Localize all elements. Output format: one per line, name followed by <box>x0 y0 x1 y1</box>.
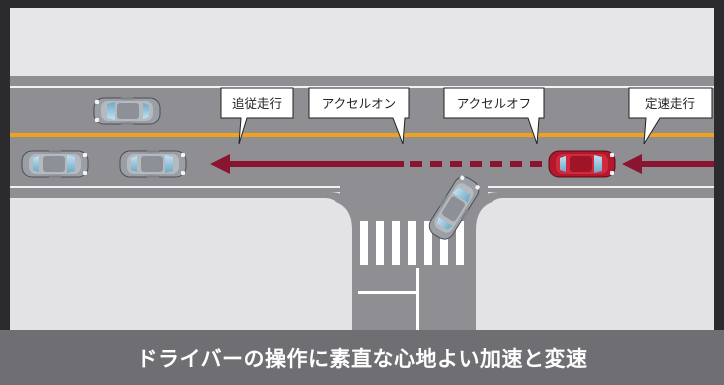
svg-text:追従走行: 追従走行 <box>232 96 282 111</box>
road-scene: 追従走行 アクセルオン アクセルオフ 定速走行 <box>0 0 724 330</box>
stop-line <box>358 291 416 294</box>
left-border <box>0 8 10 330</box>
callout-accel-off: アクセルオフ <box>443 87 545 145</box>
side-road-center-line <box>416 268 419 330</box>
callout-cruise: 定速走行 <box>628 87 713 145</box>
lane-edge-top <box>10 86 714 88</box>
leading-car-1 <box>21 150 89 178</box>
caption: ドライバーの操作に素直な心地よい加速と変速 <box>136 346 588 371</box>
center-line <box>10 133 714 137</box>
own-car <box>548 150 616 178</box>
top-border <box>0 0 724 8</box>
lane-edge-bottom-right <box>488 186 714 188</box>
svg-text:定速走行: 定速走行 <box>645 96 695 111</box>
right-border <box>714 8 724 330</box>
leading-car-2 <box>119 150 187 178</box>
lane-edge-bottom-left <box>10 186 340 188</box>
oncoming-car <box>93 97 161 125</box>
callout-follow: 追従走行 <box>220 87 294 145</box>
caption-bar: ドライバーの操作に素直な心地よい加速と変速 <box>0 330 724 385</box>
crosswalk <box>360 221 464 265</box>
svg-text:アクセルオフ: アクセルオフ <box>457 96 531 111</box>
cruise-arrow <box>622 154 714 174</box>
acceleration-arrow <box>210 154 542 174</box>
svg-text:アクセルオン: アクセルオン <box>322 96 396 111</box>
sidewalk-right <box>476 200 714 330</box>
sidewalk-left <box>10 200 352 330</box>
callout-accel-on: アクセルオン <box>308 87 410 145</box>
